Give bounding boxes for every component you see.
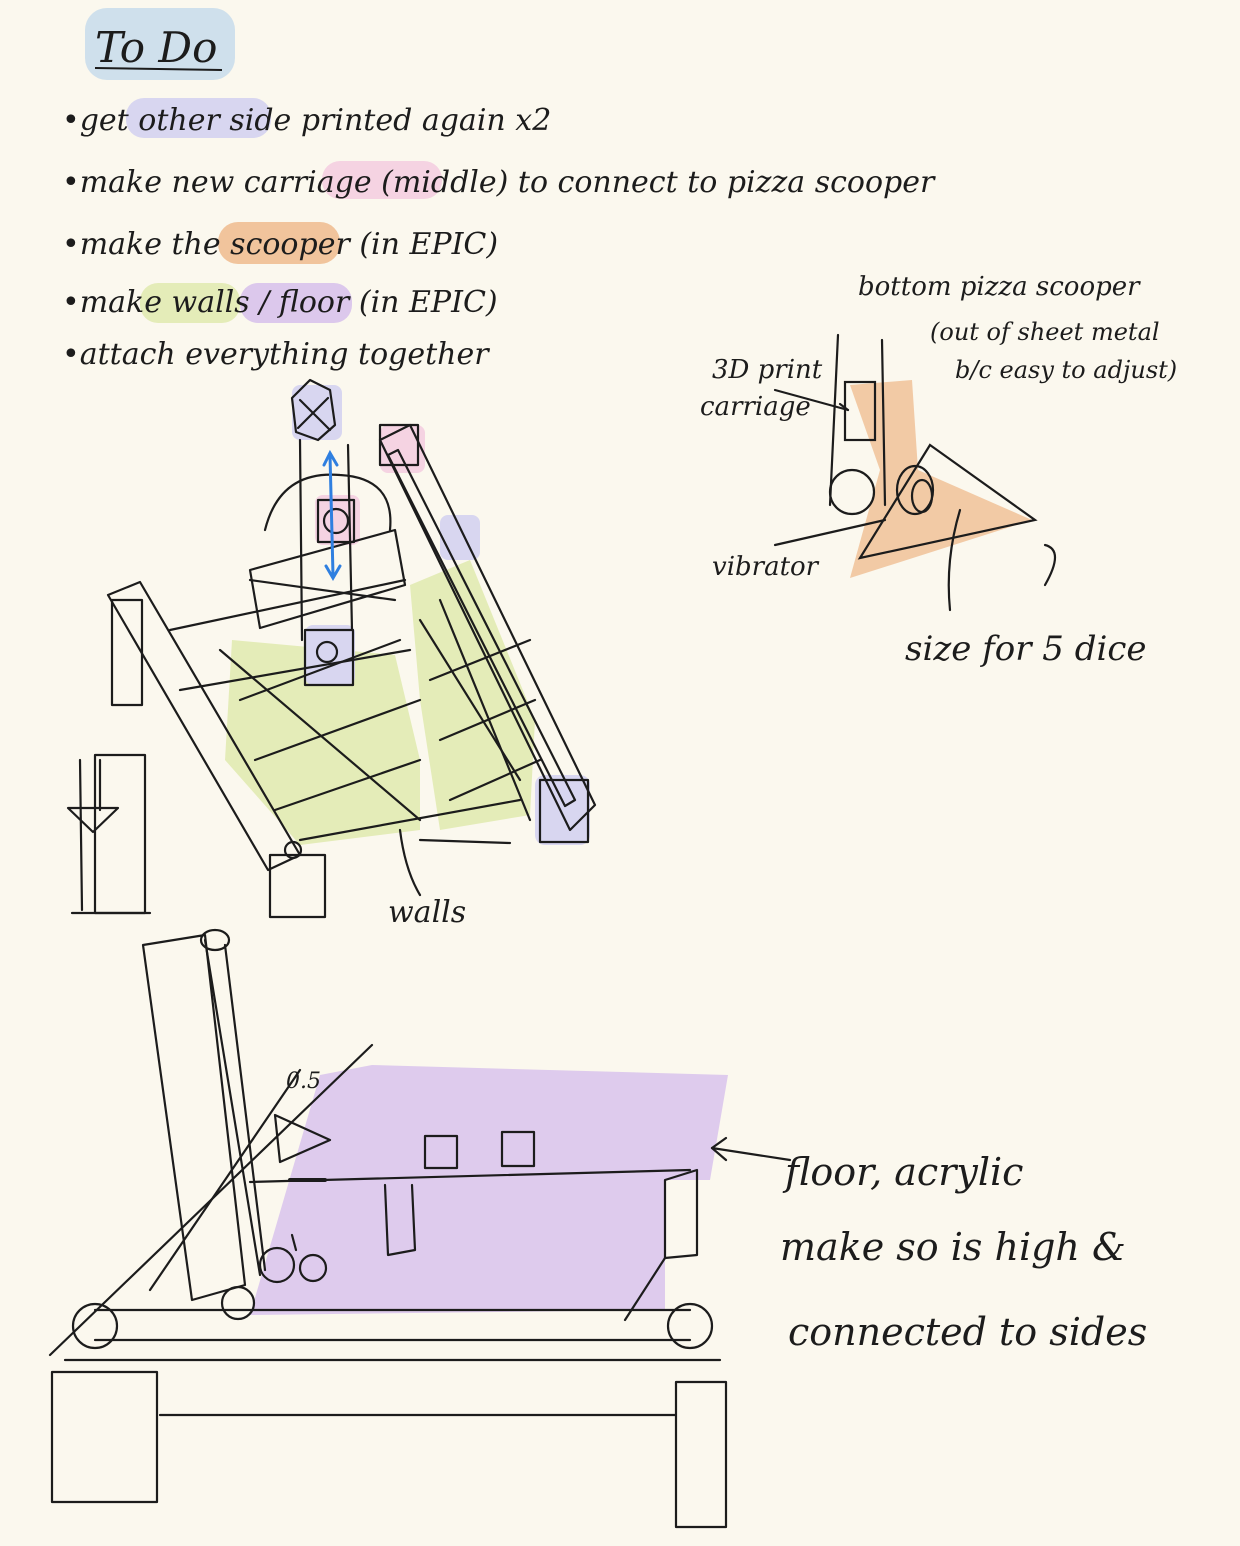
todo-item-3: •make the scooper (in EPIC): [62, 227, 498, 262]
right-bracket-highlight: [440, 515, 480, 560]
scooper-title: bottom pizza scooper: [858, 272, 1141, 302]
todo-title: To Do: [95, 23, 217, 72]
walls-label: walls: [388, 895, 466, 930]
scooper-note-1: (out of sheet metal: [930, 318, 1160, 346]
right-foot-highlight: [535, 775, 590, 845]
dimension-label: 0.5: [286, 1069, 321, 1094]
floor-note-2: make so is high &: [780, 1225, 1126, 1269]
floor-note-1: floor, acrylic: [782, 1150, 1023, 1194]
todo-item-1: •get other side printed again x2: [62, 103, 551, 138]
todo-item-5: •attach everything together: [62, 337, 490, 372]
todo-item-2: •make new carriage (middle) to connect t…: [62, 165, 936, 200]
size-label: size for 5 dice: [905, 629, 1147, 669]
bottom-motor-highlight: [305, 625, 355, 685]
vibrator-label: vibrator: [712, 552, 820, 582]
carriage-label-1: 3D print: [712, 355, 823, 385]
top-motor-highlight: [292, 385, 342, 440]
todo-item-4: •make walls / floor (in EPIC): [62, 285, 498, 320]
floor-note-3: connected to sides: [788, 1310, 1147, 1354]
scooper-note-2: b/c easy to adjust): [955, 356, 1177, 384]
carriage-label-2: carriage: [700, 392, 811, 422]
